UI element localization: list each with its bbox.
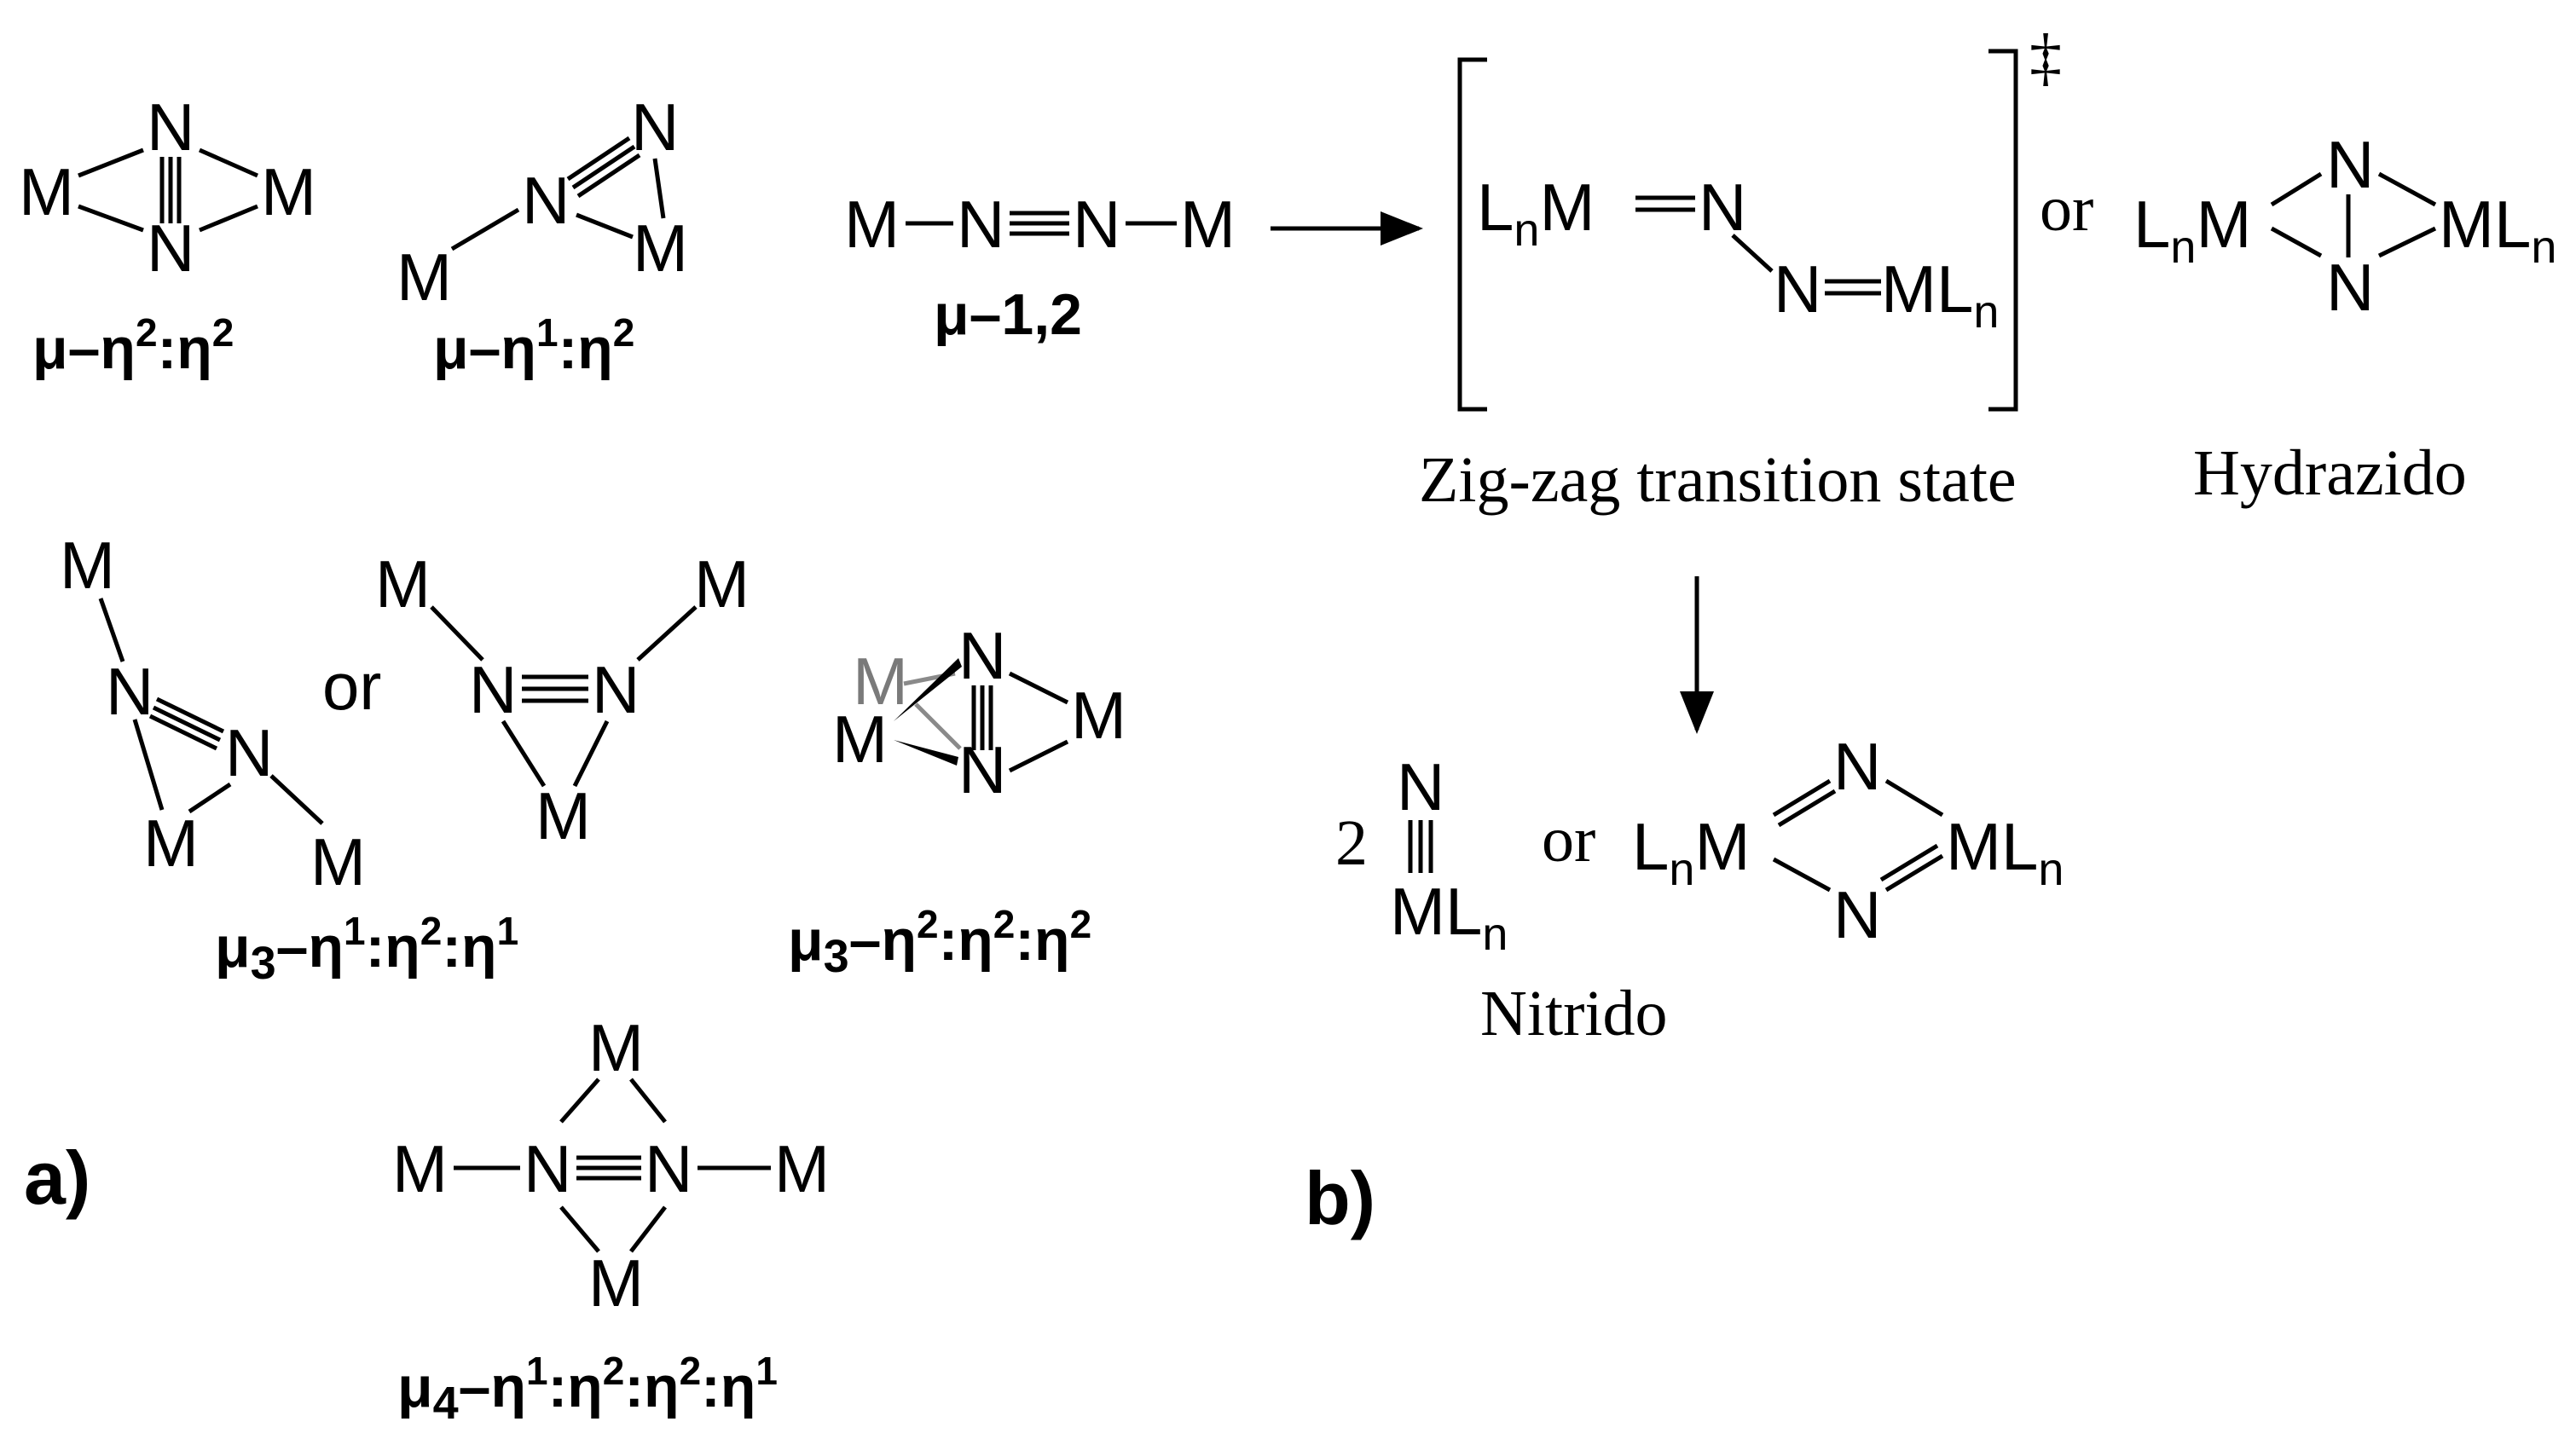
atom-m: M xyxy=(60,528,115,603)
zigzag-structure: LnM N N MLn xyxy=(1477,170,1999,338)
atom-n: N xyxy=(147,90,194,165)
svg-text:LnM: LnM xyxy=(1632,809,1750,895)
structure-mu3-eta2-eta2-eta2: M N N M M μ3–η2:η2:η2 xyxy=(788,618,1126,982)
atom-n: N xyxy=(106,654,153,729)
atom-m: M xyxy=(535,778,591,853)
atom-n: N xyxy=(2326,250,2374,325)
atom-n: N xyxy=(1397,749,1444,824)
structure-mu3-triangle: M M N N M xyxy=(375,546,750,853)
atom-n: N xyxy=(2326,127,2374,202)
or-text: or xyxy=(2040,173,2093,245)
caption-mu4-eta1-eta2-eta2-eta1: μ4–η1:η2:η2:η1 xyxy=(397,1349,778,1429)
caption-mu3-eta2-eta2-eta2: μ3–η2:η2:η2 xyxy=(788,902,1091,982)
svg-text:LnM: LnM xyxy=(1477,170,1595,256)
atom-m: M xyxy=(633,211,688,286)
atom-m: M xyxy=(588,1245,644,1321)
atom-m: M xyxy=(310,824,366,899)
svg-text:μ4–η1:η2:η2:η1: μ4–η1:η2:η2:η1 xyxy=(397,1349,778,1429)
nitrido-label: Nitrido xyxy=(1480,978,1668,1049)
atom-n: N xyxy=(645,1131,692,1206)
atom-n: N xyxy=(958,618,1006,693)
atom-m: M xyxy=(397,240,452,315)
svg-text:μ–η1:η2: μ–η1:η2 xyxy=(433,310,634,381)
atom-m: M xyxy=(694,546,750,621)
atom-n: N xyxy=(592,652,640,727)
atom-n: N xyxy=(524,1131,571,1206)
atom-m-rear: M xyxy=(853,644,908,719)
atom-n: N xyxy=(1073,187,1120,262)
bridging-nitrido-structure: LnM N N MLn xyxy=(1632,729,2064,952)
atom-m: M xyxy=(392,1131,448,1206)
caption-mu3-eta1-eta2-eta1: μ3–η1:η2:η1 xyxy=(215,909,518,989)
panel-b-label: b) xyxy=(1305,1156,1375,1240)
atom-n: N xyxy=(1699,170,1746,245)
structure-mu-1-2: M N N M μ–1,2 xyxy=(844,187,1236,347)
atom-m: M xyxy=(774,1131,830,1206)
atom-m: M xyxy=(261,154,316,229)
atom-n: N xyxy=(631,90,679,165)
svg-text:MLn: MLn xyxy=(1390,874,1508,960)
atom-n: N xyxy=(1774,251,1821,327)
caption-mu-1-2: μ–1,2 xyxy=(934,282,1082,347)
or-text: or xyxy=(1542,804,1595,876)
atom-m: M xyxy=(1180,187,1236,262)
atom-m: M xyxy=(844,187,900,262)
panel-a-label: a) xyxy=(24,1136,90,1220)
svg-text:μ–η2:η2: μ–η2:η2 xyxy=(32,310,234,381)
svg-text:MLn: MLn xyxy=(1881,251,1999,338)
nitrido-terminal-structure: 2 N MLn xyxy=(1335,749,1508,960)
structure-mu-eta1-eta2: M N N M μ–η1:η2 xyxy=(397,90,688,381)
hydrazido-structure: LnM N N MLn xyxy=(2133,127,2556,325)
atom-n: N xyxy=(469,652,517,727)
atom-m: M xyxy=(19,154,74,229)
atom-m: M xyxy=(588,1010,644,1085)
caption-mu-eta2-eta2: μ–η2:η2 xyxy=(32,310,234,381)
atom-n: N xyxy=(1833,729,1881,804)
atom-n: N xyxy=(522,163,570,238)
transition-state-bracket: ‡ xyxy=(1457,21,2062,412)
atom-n: N xyxy=(957,187,1004,262)
hydrazido-label: Hydrazido xyxy=(2193,437,2467,509)
or-text: or xyxy=(322,649,381,724)
transition-state-label: Zig-zag transition state xyxy=(1419,444,2017,516)
atom-m: M xyxy=(375,546,431,621)
atom-m: M xyxy=(143,806,199,881)
caption-mu-eta1-eta2: μ–η1:η2 xyxy=(433,310,634,381)
svg-text:μ3–η2:η2:η2: μ3–η2:η2:η2 xyxy=(788,902,1091,982)
structure-mu3-eta1-eta2-eta1: M N N M M or μ3–η1:η2:η1 xyxy=(60,528,518,989)
structure-mu-eta2-eta2: M N N M μ–η2:η2 xyxy=(19,90,316,381)
atom-n: N xyxy=(1833,877,1881,952)
svg-text:μ–1,2: μ–1,2 xyxy=(934,282,1082,347)
svg-text:LnM: LnM xyxy=(2133,187,2251,273)
svg-text:MLn: MLn xyxy=(2439,187,2556,273)
svg-text:μ3–η1:η2:η1: μ3–η1:η2:η1 xyxy=(215,909,518,989)
svg-text:MLn: MLn xyxy=(1946,809,2064,895)
atom-n: N xyxy=(225,715,273,790)
atom-m: M xyxy=(832,702,888,777)
structure-mu4-eta1-eta2-eta2-eta1: M M N N M M μ4–η1:η2:η2:η1 xyxy=(392,1010,830,1429)
coefficient-two: 2 xyxy=(1335,807,1368,879)
atom-m: M xyxy=(1071,678,1126,753)
double-dagger-symbol: ‡ xyxy=(2029,21,2062,93)
